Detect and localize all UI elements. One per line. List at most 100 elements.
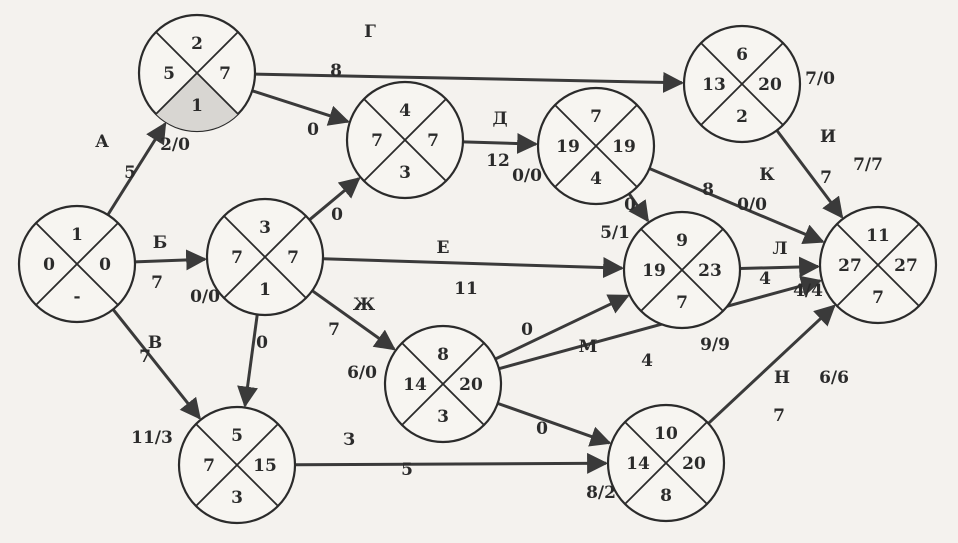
edge-name-label: И <box>820 127 836 147</box>
edge-arrow-n3-n8 <box>311 289 396 351</box>
node-early-time: 0 <box>43 255 55 275</box>
edge-name-label: З <box>343 430 355 450</box>
edge-name-label: К <box>759 165 775 185</box>
node-early-time: 19 <box>642 261 666 281</box>
edge-reserve-label: 6/6 <box>819 368 849 388</box>
node-divider <box>700 42 784 126</box>
node-predecessor: 1 <box>259 280 271 300</box>
node-early-time: 19 <box>556 137 580 157</box>
node-event-number: 5 <box>231 426 243 446</box>
edge-arrow-n7-n9 <box>627 192 650 223</box>
node-late-time: 20 <box>459 375 483 395</box>
edge-duration-label: 5 <box>401 460 413 480</box>
event-node-n1: 10 0- <box>17 204 137 324</box>
node-late-time: 15 <box>253 456 277 476</box>
edge-duration-label: 7 <box>773 406 785 426</box>
edge-reserve-label: 0/0 <box>512 166 542 186</box>
edge-duration-label: 8 <box>330 61 342 81</box>
edge-arrow-n5-n10 <box>294 452 609 474</box>
node-early-time: 7 <box>203 456 215 476</box>
edge-arrow-n4-n7 <box>462 133 539 155</box>
edge-duration-label: 0 <box>624 195 636 215</box>
node-event-number: 10 <box>654 424 678 444</box>
node-late-time: 27 <box>894 256 918 276</box>
node-event-number: 1 <box>71 225 83 245</box>
edge-reserve-label: 6/0 <box>347 363 377 383</box>
edge-arrow-n3-n4 <box>308 177 361 221</box>
edge-duration-label: 5 <box>124 163 136 183</box>
edge-name-label: А <box>95 132 109 152</box>
edge-duration-label: 7 <box>328 320 340 340</box>
node-divider <box>640 228 724 312</box>
edge-duration-label: 4 <box>759 269 771 289</box>
node-event-number: 4 <box>399 101 411 121</box>
node-early-time: 13 <box>702 75 726 95</box>
node-divider <box>35 222 119 306</box>
node-event-number: 7 <box>590 107 602 127</box>
node-predecessor: 3 <box>399 163 411 183</box>
node-predecessor: 3 <box>437 407 449 427</box>
event-node-n4: 47 73 <box>345 80 465 200</box>
edge-arrow-n3-n5 <box>237 314 259 408</box>
edge-name-label: Е <box>437 238 450 258</box>
edge-duration-label: 11 <box>454 279 478 299</box>
node-divider <box>195 423 279 507</box>
edge-arrow-n2-n6 <box>254 71 685 93</box>
node-early-time: 14 <box>626 454 650 474</box>
node-event-number: 9 <box>676 231 688 251</box>
node-predecessor: 7 <box>872 288 884 308</box>
edge-reserve-label: 11/3 <box>131 428 173 448</box>
node-late-time: 7 <box>219 64 231 84</box>
edge-duration-label: 7 <box>820 168 832 188</box>
edge-name-label: Г <box>364 22 376 42</box>
node-early-time: 14 <box>403 375 427 395</box>
node-event-number: 6 <box>736 45 748 65</box>
node-predecessor: 2 <box>736 107 748 127</box>
node-late-time: 19 <box>612 137 636 157</box>
node-early-time: 27 <box>838 256 862 276</box>
edge-arrow-n6-n11 <box>775 129 844 219</box>
edge-name-label: Л <box>772 239 787 259</box>
edge-arrow-n10-n11 <box>707 304 836 425</box>
edge-arrow-n9-n11 <box>739 256 821 278</box>
node-late-time: 7 <box>287 248 299 268</box>
edge-reserve-label: 8/2 <box>586 483 616 503</box>
node-divider <box>624 421 708 505</box>
edge-duration-label: 0 <box>521 320 533 340</box>
node-predecessor: 3 <box>231 488 243 508</box>
node-early-time: 5 <box>163 64 175 84</box>
edge-reserve-label: 2/0 <box>160 135 190 155</box>
node-early-time: 7 <box>231 248 243 268</box>
edge-arrow-n8-n11 <box>498 275 823 371</box>
node-divider <box>155 31 239 115</box>
edge-name-label: Д <box>492 109 507 129</box>
edge-reserve-label: 0/0 <box>737 195 767 215</box>
node-late-time: 7 <box>427 131 439 151</box>
node-early-time: 7 <box>371 131 383 151</box>
edge-reserve-label: 7/0 <box>805 69 835 89</box>
edge-duration-label: 7 <box>139 347 151 367</box>
edge-arrow-n8-n9 <box>494 294 630 361</box>
edge-duration-label: 7 <box>151 273 163 293</box>
edge-duration-label: 8 <box>702 180 714 200</box>
edge-arrow-n8-n10 <box>497 401 612 447</box>
edge-name-label: М <box>579 337 598 357</box>
node-predecessor: 8 <box>660 486 672 506</box>
node-late-time: 0 <box>99 255 111 275</box>
edge-reserve-label: 7/7 <box>853 155 883 175</box>
edge-duration-label: 0 <box>331 205 343 225</box>
node-predecessor: - <box>73 287 80 307</box>
edge-duration-label: 0 <box>256 333 268 353</box>
node-divider <box>554 104 638 188</box>
edge-name-label: Н <box>774 368 790 388</box>
edge-arrow-n3-n9 <box>322 257 625 279</box>
